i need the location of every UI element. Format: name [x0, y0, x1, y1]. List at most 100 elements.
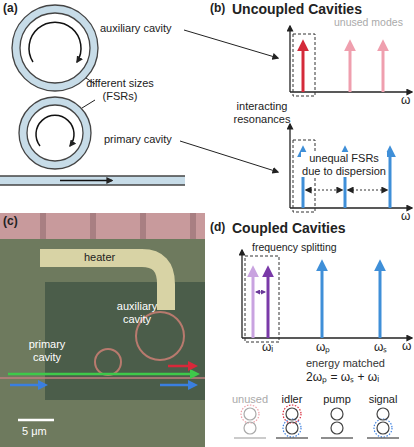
- primary-ring: [19, 97, 91, 169]
- mode-label: pump: [315, 393, 359, 406]
- bus-waveguide: [0, 184, 185, 185]
- mode-icon: [234, 405, 399, 438]
- cavity-label: primary cavity: [22, 338, 72, 363]
- propagation-arrow: [36, 115, 74, 146]
- micrograph: [40, 213, 46, 239]
- frequency-label: ωₚ: [316, 341, 330, 355]
- fsr-arrow: [306, 190, 342, 191]
- micrograph: [0, 213, 205, 447]
- mode-icon: [377, 408, 389, 420]
- panel-title: Coupled Cavities: [232, 220, 346, 236]
- dashed-box: [293, 34, 315, 212]
- mode-icon: [234, 437, 266, 438]
- mode-arrow: [303, 44, 390, 208]
- axis: [241, 250, 242, 338]
- mode-icon: [234, 405, 266, 438]
- axis-label: ω: [402, 340, 411, 354]
- cavity-label: auxiliary cavity: [100, 22, 172, 35]
- mode-label: signal: [361, 393, 405, 406]
- mode-icon: [241, 405, 259, 423]
- leader-line: [82, 100, 95, 108]
- mode-icon: [367, 437, 399, 438]
- micrograph: [140, 213, 146, 239]
- mode-arrow: [379, 264, 382, 338]
- mode-icon: [331, 408, 343, 420]
- light-arrow: [160, 384, 194, 387]
- micrograph: [0, 213, 205, 447]
- scale-label: 5 μm: [22, 425, 47, 438]
- annotation: unused modes: [334, 16, 403, 28]
- leader-line: [180, 141, 278, 172]
- auxiliary-ring: [12, 5, 98, 91]
- mode-arrow: [321, 264, 324, 338]
- mode-icon: [377, 422, 389, 434]
- mode-arrow: [382, 44, 385, 92]
- mode-arrow: [267, 270, 270, 338]
- micrograph: [95, 349, 121, 375]
- auxiliary-ring: [16, 9, 94, 87]
- axis-label: ω: [401, 210, 410, 224]
- mode-icon: [283, 419, 301, 437]
- frequency-label: ωₛ: [374, 341, 387, 355]
- panel-letter: (b): [210, 2, 225, 16]
- mode-arrow: [253, 264, 380, 338]
- fsr-arrow: [306, 190, 387, 191]
- micrograph: [0, 213, 205, 239]
- annotation: frequency splitting: [252, 241, 337, 253]
- mode-arrow: [252, 270, 255, 338]
- bus-waveguide: [0, 175, 185, 176]
- mode-icon: [286, 422, 298, 434]
- scale-bar: [18, 419, 54, 422]
- primary-ring: [27, 105, 83, 161]
- primary-ring: [19, 97, 91, 169]
- fsr-arrow: [348, 190, 387, 191]
- light-arrow: [10, 384, 44, 387]
- micrograph: [45, 282, 205, 400]
- leader-line: [184, 30, 278, 58]
- light-arrow: [8, 373, 196, 376]
- frequency-label: ωᵢ: [262, 341, 273, 355]
- panel-letter: (d): [210, 221, 225, 235]
- axis: [290, 26, 412, 208]
- equation: 2ωₚ = ωₛ + ωᵢ: [306, 371, 379, 385]
- cavity-label: primary cavity: [104, 133, 172, 146]
- axis: [242, 250, 412, 338]
- annotation: energy matched: [306, 357, 385, 370]
- propagation-arrow: [29, 22, 81, 62]
- light-arrow: [168, 365, 194, 368]
- axis: [289, 124, 290, 208]
- mode-arrow: [349, 44, 352, 92]
- mode-arrow: [389, 150, 392, 208]
- propagation-arrow: [29, 22, 112, 180]
- mode-icon: [286, 408, 298, 420]
- auxiliary-ring: [12, 5, 98, 91]
- mode-icon: [283, 405, 301, 423]
- axis-label: ω: [401, 94, 410, 108]
- mode-icon: [321, 437, 353, 438]
- component-label: heater: [84, 251, 115, 264]
- auxiliary-ring: [20, 13, 90, 83]
- bus-waveguide: [0, 176, 185, 185]
- propagation-arrow: [60, 180, 112, 182]
- micrograph: [190, 213, 196, 239]
- micrograph: [0, 377, 205, 379]
- mode-icon: [331, 422, 343, 434]
- axis: [290, 207, 412, 208]
- splitting-arrow: [256, 292, 265, 293]
- light-arrow: [8, 366, 196, 385]
- mode-icon: [374, 419, 392, 437]
- axis: [289, 26, 290, 92]
- mode-icon: [276, 437, 308, 438]
- panel-letter: (c): [3, 215, 18, 229]
- mode-label: idler: [270, 393, 314, 406]
- annotation: unequal FSRs due to dispersion: [301, 152, 387, 177]
- annotation: interacting resonances: [231, 100, 293, 125]
- mode-label: unused: [228, 393, 272, 406]
- mode-arrow: [302, 44, 305, 92]
- mode-icon: [244, 422, 256, 434]
- micrograph: [90, 213, 96, 239]
- cavity-label: auxiliary cavity: [112, 300, 162, 325]
- bus-waveguide: [0, 176, 185, 185]
- annotation: different sizes (FSRs): [86, 77, 154, 102]
